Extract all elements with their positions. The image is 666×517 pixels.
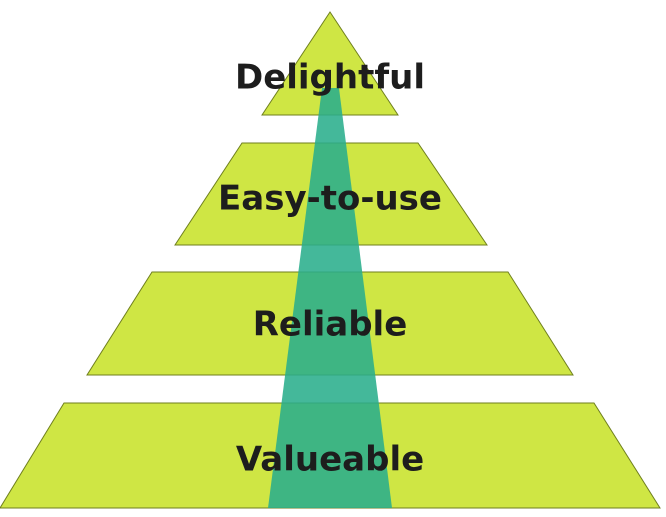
tier-label-reliable: Reliable <box>253 305 408 345</box>
tier-label-valueable: Valueable <box>236 440 424 480</box>
tier-label-easy-to-use: Easy-to-use <box>218 179 442 219</box>
central-spine <box>268 88 392 508</box>
tier-label-delightful: Delightful <box>235 58 425 98</box>
